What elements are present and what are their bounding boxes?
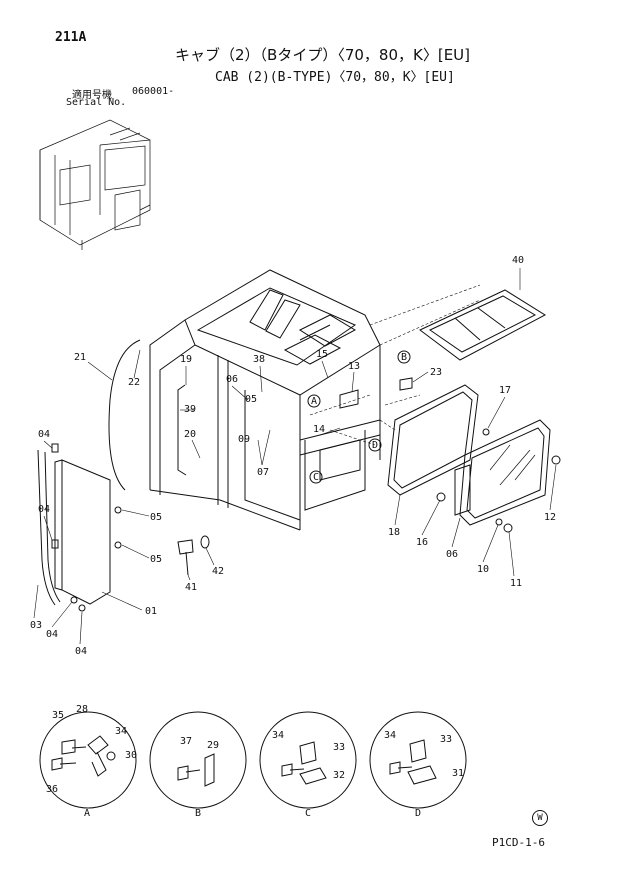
callout-03: 03: [30, 620, 42, 631]
detail-B: 37 29 B: [149, 711, 247, 819]
detail-C-letter: C: [305, 808, 311, 819]
callout-14: 14: [313, 424, 325, 435]
callout-22: 22: [128, 377, 140, 388]
callout-A: A: [311, 396, 317, 407]
seal-strip-03: [37, 449, 61, 606]
watermark-symbol: W: [532, 810, 548, 826]
detail-C: 34 33 32 C: [259, 711, 357, 819]
callout-21: 21: [74, 352, 86, 363]
detail-A-letter: A: [84, 808, 90, 819]
callout-01: 01: [145, 606, 157, 617]
callout-39: 39: [184, 404, 196, 415]
detail-D: 34 33 31 D: [369, 711, 467, 819]
callout-42: 42: [212, 566, 224, 577]
callout-15: 15: [316, 349, 328, 360]
detail-D-part-3: 31: [452, 768, 464, 779]
callout-16: 16: [416, 537, 428, 548]
callout-06-upper: 06: [226, 374, 238, 385]
window-panel-01: [54, 459, 111, 605]
glass-panel-06: [454, 419, 551, 526]
callout-05-upper: 05: [245, 394, 257, 405]
detail-A-part-5: 36: [46, 784, 58, 795]
serial-label-english: Serial No.: [66, 97, 127, 108]
serial-label-japanese: 適用号機: [72, 90, 112, 101]
detail-C-part-3: 32: [333, 770, 345, 781]
bolt-41: [177, 539, 194, 576]
callout-18: 18: [388, 527, 400, 538]
page-title-english: CAB (2)(B-TYPE)〈70，80，K〉[EU]: [215, 70, 455, 85]
callout-12: 12: [544, 512, 556, 523]
main-cab-frame: [149, 269, 381, 531]
page-number: 211A: [55, 30, 87, 45]
callout-06-lower: 06: [446, 549, 458, 560]
roof-panel-40: [419, 289, 547, 361]
handle-19: [177, 384, 187, 476]
callout-13: 13: [348, 361, 360, 372]
callout-11: 11: [510, 578, 522, 589]
detail-A: 35 28 34 30 36 A: [39, 704, 137, 819]
callout-23: 23: [430, 367, 442, 378]
callout-leaders: [33, 268, 557, 645]
callout-19: 19: [180, 354, 192, 365]
callout-D: D: [372, 440, 378, 451]
detail-A-part-4: 30: [125, 750, 137, 761]
detail-C-part-1: 34: [272, 730, 284, 741]
callout-20: 20: [184, 429, 196, 440]
callout-07: 07: [257, 467, 269, 478]
serial-number: 060001-: [132, 86, 175, 97]
page-title-japanese: キャブ（2）（Bタイプ）〈70，80，K〉[EU]: [175, 46, 471, 64]
detail-D-letter: D: [415, 808, 421, 819]
detail-D-part-2: 33: [440, 734, 452, 745]
detail-B-letter: B: [195, 808, 201, 819]
callout-C: C: [313, 472, 319, 483]
small-part-markers: [51, 377, 561, 612]
detail-A-part-3: 34: [115, 726, 127, 737]
detail-D-part-1: 34: [384, 730, 396, 741]
washer-42: [200, 535, 210, 549]
callout-10: 10: [477, 564, 489, 575]
callout-labels: 40 21 22 19 38 15 B 13 23 06 39 05 A 17 …: [30, 255, 556, 657]
rod-21: [108, 339, 141, 491]
window-frame-18: [387, 384, 479, 496]
callout-05-c: 05: [150, 554, 162, 565]
detail-B-part-2: 29: [207, 740, 219, 751]
callout-04-a: 04: [38, 429, 50, 440]
callout-41: 41: [185, 582, 197, 593]
callout-09: 09: [238, 434, 250, 445]
callout-04-d: 04: [75, 646, 87, 657]
callout-05-b: 05: [150, 512, 162, 523]
reference-circles: [307, 350, 411, 484]
callout-04-c: 04: [46, 629, 58, 640]
detail-C-part-2: 33: [333, 742, 345, 753]
callout-B: B: [401, 352, 407, 363]
detail-A-part-1: 35: [52, 710, 64, 721]
detail-A-part-2: 28: [76, 704, 88, 715]
footer-code: P1CD-1-6: [492, 836, 545, 849]
detail-B-part-1: 37: [180, 736, 192, 747]
callout-38: 38: [253, 354, 265, 365]
overview-cab-drawing: [39, 119, 151, 250]
callout-40: 40: [512, 255, 524, 266]
callout-04-b: 04: [38, 504, 50, 515]
callout-17: 17: [499, 385, 511, 396]
